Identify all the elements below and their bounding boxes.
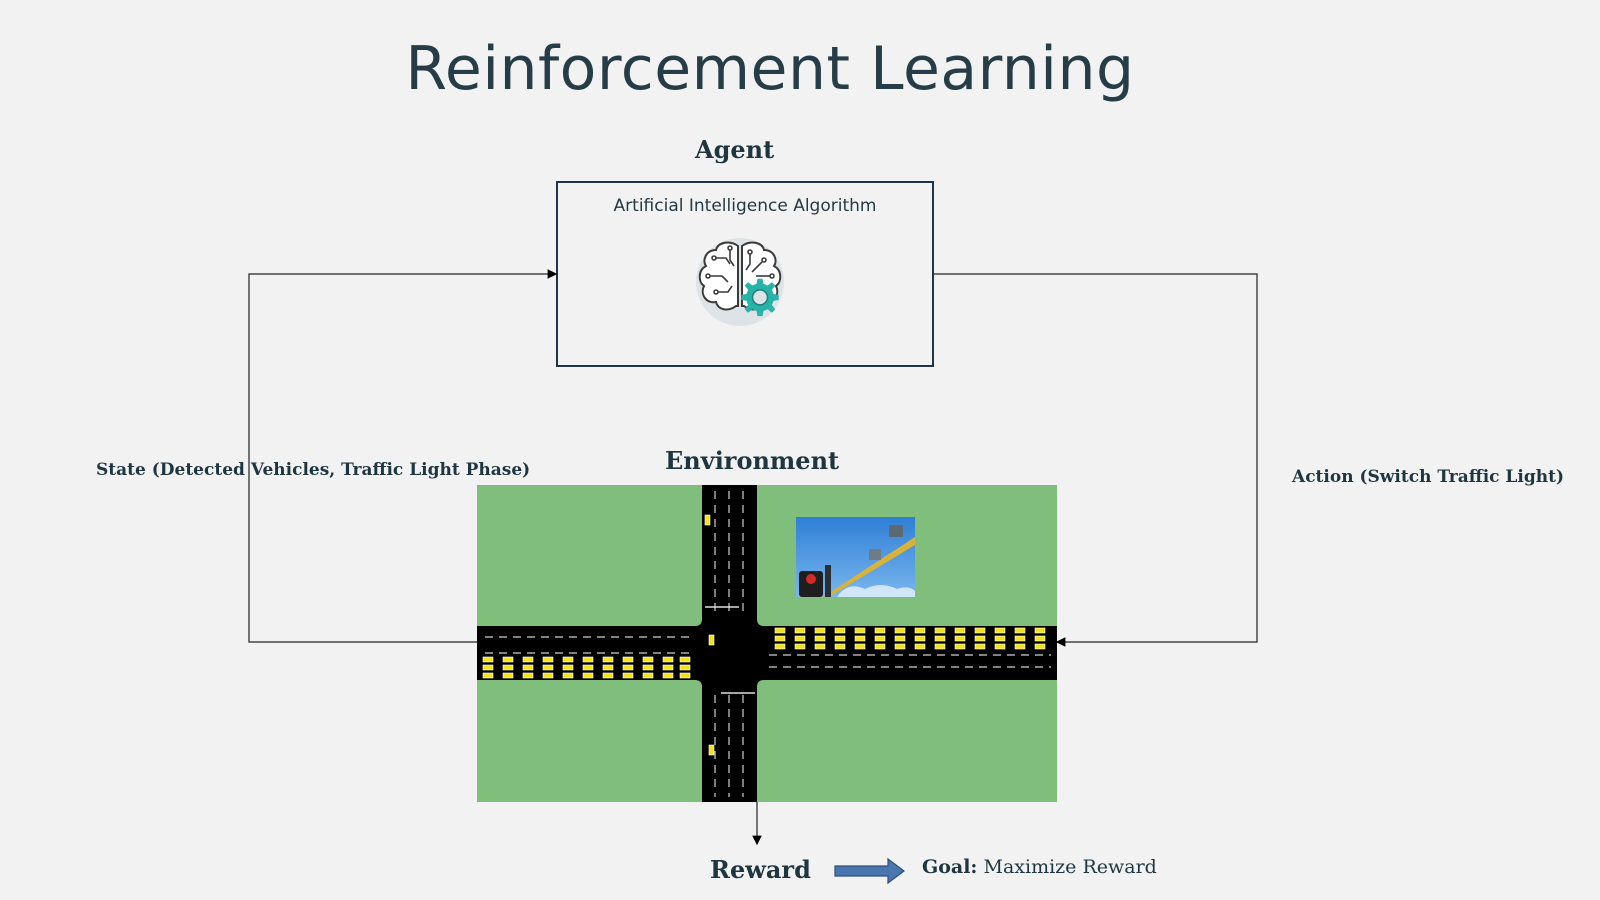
- goal-arrow-icon: [834, 857, 905, 885]
- state-arrow: [248, 269, 558, 643]
- agent-label: Agent: [695, 135, 775, 164]
- action-arrow: [934, 273, 1258, 647]
- page-title: Reinforcement Learning: [405, 34, 1135, 104]
- environment-label: Environment: [665, 446, 840, 475]
- traffic-light-photo: [796, 517, 915, 597]
- brain-gear-icon: [696, 238, 784, 326]
- action-label: Action (Switch Traffic Light): [1292, 467, 1564, 487]
- goal-prefix: Goal:: [922, 856, 978, 878]
- reward-label: Reward: [710, 855, 811, 884]
- intersection-simulation: [477, 485, 1057, 802]
- goal-label: Goal: Maximize Reward: [922, 856, 1157, 878]
- agent-box-label: Artificial Intelligence Algorithm: [613, 196, 877, 216]
- goal-text: Maximize Reward: [983, 856, 1157, 878]
- state-label: State (Detected Vehicles, Traffic Light …: [96, 460, 531, 480]
